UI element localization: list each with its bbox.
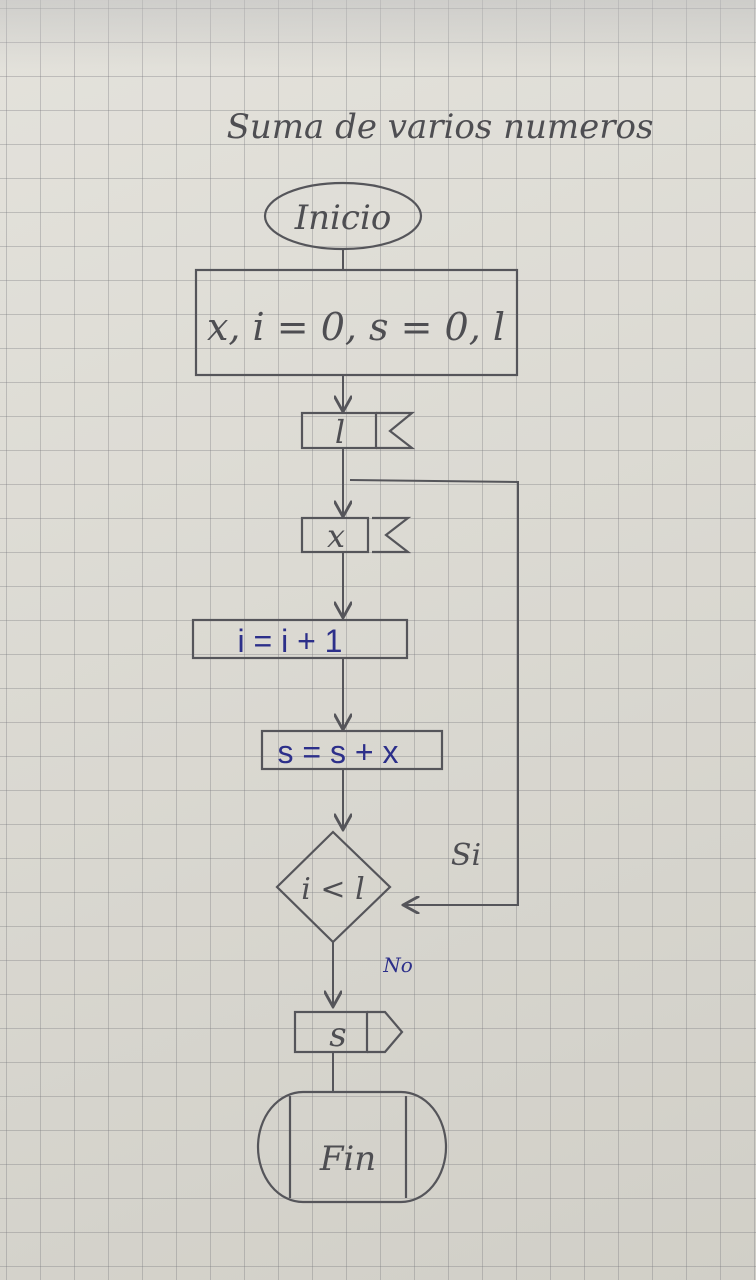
increment-node: i = i + 1: [191, 618, 409, 660]
init-node: x, i = 0, s = 0, l: [194, 268, 519, 377]
yes-label: Si: [451, 838, 481, 873]
read-l-notch: [376, 411, 416, 450]
decision-node: i < l: [275, 830, 392, 944]
read-l-label: l: [335, 413, 345, 451]
end-shape: [256, 1090, 448, 1204]
read-x-notch: [372, 516, 412, 554]
diagram-title: Suma de varios numeros: [227, 107, 654, 147]
no-label: No: [382, 953, 413, 977]
start-shape: [263, 181, 423, 251]
accumulate-node: s = s + x: [260, 729, 444, 771]
increment-shape: [191, 618, 409, 660]
page-shadow: [0, 0, 756, 70]
init-label: x, i = 0, s = 0, l: [207, 305, 505, 349]
output-arrow-shape: [367, 1010, 404, 1054]
output-label: s: [329, 1015, 346, 1055]
edge-loop-back: [349, 479, 519, 905]
output-node: s: [293, 1010, 404, 1055]
read-x-node: x: [300, 516, 412, 555]
accumulate-shape: [260, 729, 444, 771]
read-x-label: x: [327, 517, 345, 555]
read-l-shape: [300, 411, 378, 450]
decision-label: i < l: [301, 872, 364, 907]
init-shape: [194, 268, 519, 377]
output-shape: [293, 1010, 369, 1054]
end-label: Fin: [319, 1139, 376, 1179]
start-label: Inicio: [294, 198, 392, 238]
start-node: Inicio: [263, 181, 423, 251]
read-l-node: l: [300, 411, 416, 451]
read-x-shape: [300, 516, 370, 554]
end-node: Fin: [256, 1090, 448, 1204]
accumulate-label: s = s + x: [278, 734, 399, 770]
increment-label: i = i + 1: [238, 623, 343, 659]
